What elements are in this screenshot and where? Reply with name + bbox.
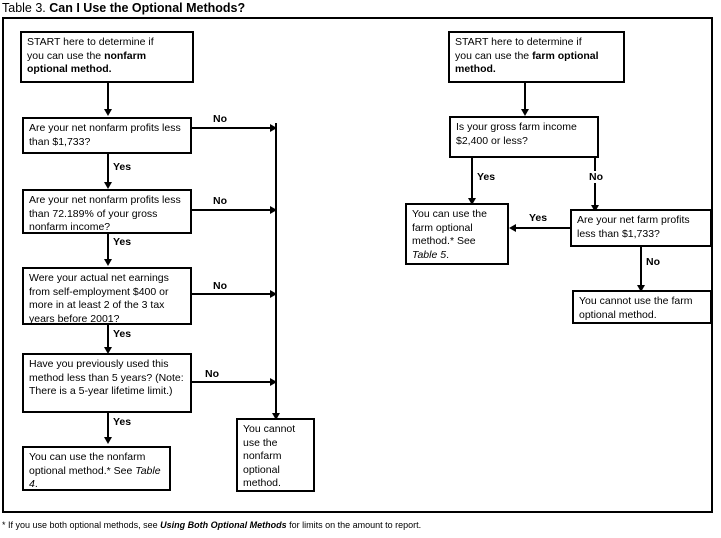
label-nonfarm-q4-no: No xyxy=(204,368,220,380)
label-nonfarm-q3-no: No xyxy=(212,280,228,292)
arrowhead-farm-q2-yes xyxy=(509,223,516,232)
farm-start-bold3: method. xyxy=(455,63,496,75)
arrowhead-farm-start-to-q1 xyxy=(520,109,529,116)
title-prefix: Table 3. xyxy=(2,1,46,15)
nonfarm-yes-outcome-tail: . xyxy=(34,478,38,490)
arrowhead-nonfarm-q3-no xyxy=(270,289,277,298)
arrowhead-nonfarm-q4-yes xyxy=(103,437,112,444)
connector-nonfarm-q4-yes xyxy=(107,413,109,439)
nonfarm-q3-box: Were your actual net earnings from self-… xyxy=(22,267,192,325)
arrowhead-nonfarm-q4-no xyxy=(270,377,277,386)
nonfarm-q3-text: Were your actual net earnings from self-… xyxy=(29,272,169,325)
title-main: Can I Use the Optional Methods? xyxy=(49,1,246,15)
farm-no-outcome-box: You cannot use the farm optional method. xyxy=(572,290,712,324)
nonfarm-start-bold2: nonfarm xyxy=(104,49,147,62)
label-nonfarm-q4-yes: Yes xyxy=(112,416,133,428)
arrowhead-farm-q2-no xyxy=(636,285,645,292)
nonfarm-no-outcome-text: You cannot use the nonfarm optional meth… xyxy=(243,423,296,489)
flowchart-frame: START here to determine if you can use t… xyxy=(2,17,713,513)
farm-yes-outcome-tail: . xyxy=(446,248,449,261)
label-nonfarm-q2-no: No xyxy=(212,195,228,207)
connector-farm-q1-yes xyxy=(471,158,473,200)
nonfarm-start-box: START here to determine if you can use t… xyxy=(20,31,194,83)
arrowhead-nonfarm-q2-no xyxy=(270,205,277,214)
nonfarm-q2-box: Are your net nonfarm profits less than 7… xyxy=(22,189,192,234)
arrowhead-nonfarm-q2-yes xyxy=(103,259,112,266)
connector-nonfarm-start-to-q1 xyxy=(107,83,109,111)
label-nonfarm-q3-yes: Yes xyxy=(112,328,133,340)
farm-q2-box: Are your net farm profits less than $1,7… xyxy=(570,209,712,247)
nonfarm-start-bold3: optional method. xyxy=(27,63,112,75)
label-nonfarm-q1-yes: Yes xyxy=(112,161,133,173)
label-farm-q1-yes: Yes xyxy=(476,171,497,183)
footnote: * If you use both optional methods, see … xyxy=(2,519,702,533)
nonfarm-q4-text: Have you previously used this method les… xyxy=(29,358,184,397)
connector-nonfarm-q1-no xyxy=(192,127,276,129)
nonfarm-start-line1: START here to determine if xyxy=(27,36,154,48)
connector-nonfarm-q3-yes xyxy=(107,325,109,349)
farm-no-outcome-text: You cannot use the farm optional method. xyxy=(579,295,693,321)
nonfarm-yes-outcome-ref: Table 4 xyxy=(29,464,161,491)
farm-start-box: START here to determine if you can use t… xyxy=(448,31,625,83)
label-nonfarm-q1-no: No xyxy=(212,113,228,125)
connector-farm-q1-no xyxy=(594,158,596,208)
connector-nonfarm-q1-yes xyxy=(107,154,109,185)
nonfarm-yes-outcome-text: You can use the nonfarm optional method.… xyxy=(29,451,146,477)
farm-yes-outcome-ref: Table 5 xyxy=(412,248,447,261)
farm-yes-outcome-text: You can use the farm optional method.* S… xyxy=(412,208,487,247)
label-nonfarm-q2-yes: Yes xyxy=(112,236,133,248)
footnote-tail: for limits on the amount to report. xyxy=(286,520,422,530)
connector-farm-q2-no xyxy=(640,247,642,288)
nonfarm-no-outcome-box: You cannot use the nonfarm optional meth… xyxy=(236,418,315,492)
connector-nonfarm-q3-no xyxy=(192,293,276,295)
nonfarm-q1-box: Are your net nonfarm profits less than $… xyxy=(22,117,192,154)
nonfarm-q1-text: Are your net nonfarm profits less than $… xyxy=(29,122,181,148)
farm-q1-box: Is your gross farm income $2,400 or less… xyxy=(449,116,599,158)
connector-farm-start-to-q1 xyxy=(524,83,526,111)
label-farm-q2-yes: Yes xyxy=(528,212,549,224)
arrowhead-nonfarm-no-trunk xyxy=(271,413,280,420)
farm-q2-text: Are your net farm profits less than $1,7… xyxy=(577,214,690,240)
label-farm-q1-no: No xyxy=(588,171,604,183)
arrowhead-nonfarm-q1-no xyxy=(270,123,277,132)
nonfarm-q2-text: Are your net nonfarm profits less than 7… xyxy=(29,194,181,233)
footnote-italic-ref: Using Both Optional Methods xyxy=(160,520,287,530)
arrowhead-nonfarm-q1-yes xyxy=(103,182,112,189)
connector-nonfarm-q2-no xyxy=(192,209,276,211)
label-farm-q2-no: No xyxy=(645,256,661,268)
connector-nonfarm-q4-no xyxy=(192,381,276,383)
footnote-lead: * If you use both optional methods, see xyxy=(2,520,161,530)
nonfarm-yes-outcome-box: You can use the nonfarm optional method.… xyxy=(22,446,171,491)
connector-nonfarm-no-trunk xyxy=(275,123,277,416)
farm-start-line1: START here to determine if xyxy=(455,36,582,48)
page-title: Table 3. Can I Use the Optional Methods? xyxy=(2,0,702,16)
arrowhead-farm-q1-yes xyxy=(467,198,476,205)
farm-yes-outcome-box: You can use the farm optional method.* S… xyxy=(405,203,509,265)
arrowhead-farm-q1-no xyxy=(590,205,599,212)
connector-farm-q2-yes xyxy=(516,227,570,229)
arrowhead-nonfarm-q3-yes xyxy=(103,347,112,354)
farm-start-bold2: farm optional xyxy=(532,49,599,62)
arrowhead-nonfarm-start-to-q1 xyxy=(103,109,112,116)
connector-nonfarm-q2-yes xyxy=(107,234,109,261)
nonfarm-q4-box: Have you previously used this method les… xyxy=(22,353,192,413)
nonfarm-start-line2: you can use the xyxy=(27,49,105,62)
farm-start-line2: you can use the xyxy=(455,49,533,62)
farm-q1-text: Is your gross farm income $2,400 or less… xyxy=(456,121,577,147)
